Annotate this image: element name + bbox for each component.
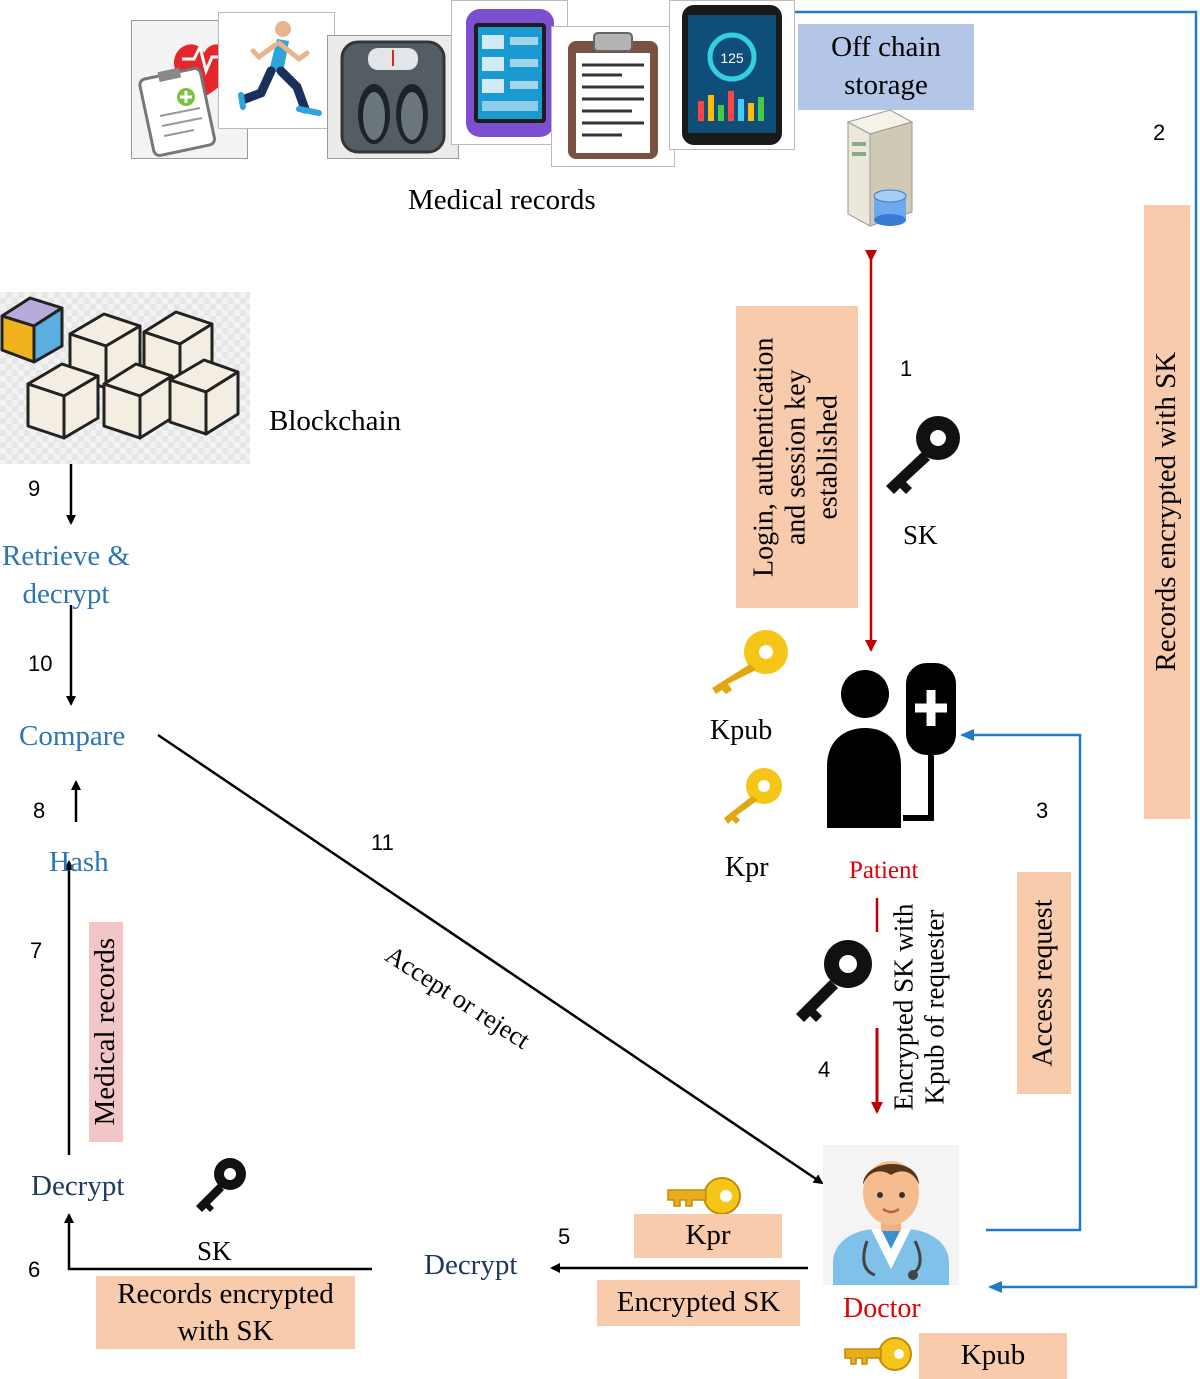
step-11: 11 xyxy=(371,830,394,855)
step-4: 4 xyxy=(818,1057,831,1082)
access-request-label: Access request xyxy=(1027,899,1059,1067)
encrypted-sk-box: Encrypted SK xyxy=(597,1280,800,1326)
clipboard-record-icon xyxy=(551,26,675,167)
step-6: 6 xyxy=(28,1257,41,1282)
server-database-icon xyxy=(834,108,920,230)
black-key-icon-sk xyxy=(880,414,964,498)
runner-icon xyxy=(218,12,335,129)
medical-records-vertical-box: Medical records xyxy=(89,922,123,1142)
decrypt-left-label: Decrypt xyxy=(31,1170,125,1202)
step-2: 2 xyxy=(1153,120,1166,145)
kpub-patient-label: Kpub xyxy=(710,715,773,746)
arrow-step-6 xyxy=(64,1213,372,1271)
phone-health-app-icon: 125 xyxy=(669,0,795,150)
decrypt-middle-label: Decrypt xyxy=(424,1249,518,1281)
step-5: 5 xyxy=(558,1224,571,1249)
access-request-box: Access request xyxy=(1017,872,1071,1094)
medical-records-label: Medical records xyxy=(408,184,596,216)
sk-top-label: SK xyxy=(903,520,938,550)
encrypted-sk-kpub-label: Encrypted SK with Kpub of requester xyxy=(887,903,950,1111)
health-clipboard-heart-icon xyxy=(131,20,248,159)
blockchain-label: Blockchain xyxy=(269,405,402,437)
arrow-step-11 xyxy=(157,733,824,1185)
compare-label: Compare xyxy=(19,720,126,752)
records-encrypted-sk-box: Records encrypted with SK xyxy=(96,1276,355,1349)
arrow-records-encrypted xyxy=(794,10,1198,1293)
step-8: 8 xyxy=(33,798,46,823)
step-1: 1 xyxy=(900,356,913,381)
step-3: 3 xyxy=(1036,798,1049,823)
step-9: 9 xyxy=(28,476,41,501)
weight-scale-icon xyxy=(327,35,459,159)
records-encrypted-sk-vertical-box: Records encrypted with SK xyxy=(1144,205,1190,819)
fitness-band-icon xyxy=(451,0,568,145)
medical-records-vertical-label: Medical records xyxy=(89,938,122,1126)
off-chain-storage-label: Off chain storage xyxy=(798,24,974,110)
gold-key-icon-kpr-doctor xyxy=(664,1176,744,1216)
blockchain-cubes-icon xyxy=(0,292,250,464)
black-key-icon xyxy=(190,1156,250,1218)
hash-label: Hash xyxy=(49,846,109,878)
gold-key-icon-kpub-doctor xyxy=(841,1336,915,1372)
patient-icon xyxy=(825,662,959,828)
gold-key-icon-kpub-patient xyxy=(706,628,790,694)
doctor-avatar-icon xyxy=(823,1145,959,1285)
sk-bottom-label: SK xyxy=(197,1236,232,1266)
login-auth-box: Login, authentication and session key es… xyxy=(736,306,858,608)
arrow-access-request xyxy=(960,729,1082,1232)
login-auth-label: Login, authentication and session key es… xyxy=(748,337,845,577)
retrieve-decrypt-label: Retrieve & decrypt xyxy=(2,540,131,610)
gold-key-icon-kpr-patient xyxy=(720,766,784,828)
encrypted-sk-kpub-box: Encrypted SK with Kpub of requester xyxy=(884,898,954,1116)
patient-label: Patient xyxy=(849,857,919,884)
records-encrypted-sk-vertical-label: Records encrypted with SK xyxy=(1150,352,1183,672)
phone-reading: 125 xyxy=(720,50,744,66)
doctor-label: Doctor xyxy=(843,1293,921,1324)
step-7: 7 xyxy=(30,938,43,963)
kpub-doctor-box: Kpub xyxy=(919,1333,1067,1379)
kpr-patient-label: Kpr xyxy=(725,852,769,883)
black-key-icon-step4 xyxy=(790,936,876,1026)
step-10: 10 xyxy=(28,651,53,676)
kpr-doctor-box: Kpr xyxy=(634,1214,782,1258)
